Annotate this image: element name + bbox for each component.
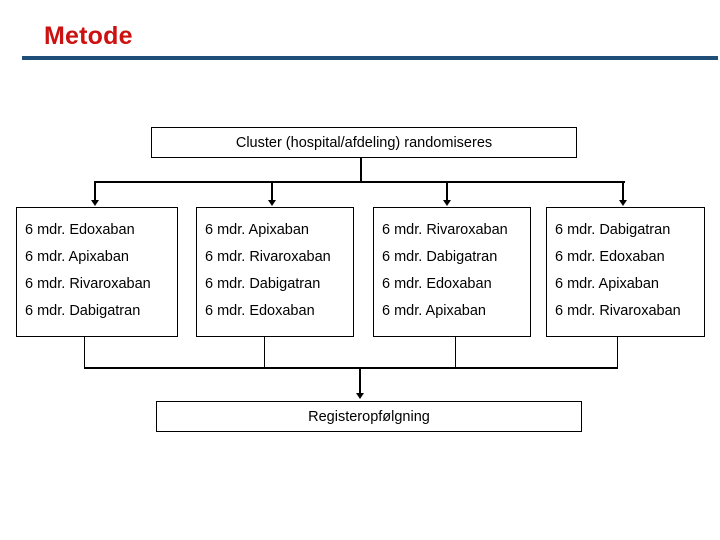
top-box-randomisation: Cluster (hospital/afdeling) randomiseres	[151, 127, 577, 158]
arm-box-1: 6 mdr. Edoxaban 6 mdr. Apixaban 6 mdr. R…	[16, 207, 178, 337]
connector-stem-bottom	[359, 367, 361, 395]
arm-1-item-1: 6 mdr. Edoxaban	[25, 222, 135, 238]
connector-stub-arm-2	[264, 337, 265, 368]
arrowhead-arm-1	[91, 200, 99, 206]
connector-stub-arm-3	[455, 337, 456, 368]
connector-bus-lower	[84, 367, 618, 369]
title-divider	[22, 56, 718, 60]
arrowhead-arm-3	[443, 200, 451, 206]
connector-drop-arm-3	[446, 181, 448, 202]
arm-2-item-4: 6 mdr. Edoxaban	[205, 303, 315, 319]
arm-3-item-2: 6 mdr. Dabigatran	[382, 249, 498, 265]
arrowhead-arm-2	[268, 200, 276, 206]
arm-1-item-3: 6 mdr. Rivaroxaban	[25, 276, 151, 292]
connector-drop-arm-2	[271, 181, 273, 202]
bottom-box-label: Registeropfølgning	[308, 408, 430, 425]
arm-box-2: 6 mdr. Apixaban 6 mdr. Rivaroxaban 6 mdr…	[196, 207, 354, 337]
arm-2-item-3: 6 mdr. Dabigatran	[205, 276, 321, 292]
arm-4-item-3: 6 mdr. Apixaban	[555, 276, 659, 292]
arm-2-item-1: 6 mdr. Apixaban	[205, 222, 309, 238]
arrowhead-arm-4	[619, 200, 627, 206]
connector-bus-upper	[95, 181, 625, 183]
arm-4-item-4: 6 mdr. Rivaroxaban	[555, 303, 681, 319]
connector-stub-arm-1	[84, 337, 85, 368]
connector-drop-arm-4	[622, 181, 624, 202]
arm-4-item-2: 6 mdr. Edoxaban	[555, 249, 665, 265]
page-title: Metode	[44, 22, 133, 50]
top-box-label: Cluster (hospital/afdeling) randomiseres	[235, 134, 493, 151]
connector-stem-top	[360, 158, 362, 182]
arm-box-4: 6 mdr. Dabigatran 6 mdr. Edoxaban 6 mdr.…	[546, 207, 705, 337]
arm-box-3: 6 mdr. Rivaroxaban 6 mdr. Dabigatran 6 m…	[373, 207, 531, 337]
connector-stub-arm-4	[617, 337, 618, 368]
arm-4-item-1: 6 mdr. Dabigatran	[555, 222, 671, 238]
connector-drop-arm-1	[94, 181, 96, 202]
arm-1-item-2: 6 mdr. Apixaban	[25, 249, 129, 265]
arrowhead-bottom-box	[356, 393, 364, 399]
arm-1-item-4: 6 mdr. Dabigatran	[25, 303, 141, 319]
bottom-box-registry-followup: Registeropfølgning	[156, 401, 582, 432]
arm-3-item-4: 6 mdr. Apixaban	[382, 303, 486, 319]
arm-2-item-2: 6 mdr. Rivaroxaban	[205, 249, 331, 265]
arm-3-item-3: 6 mdr. Edoxaban	[382, 276, 492, 292]
arm-3-item-1: 6 mdr. Rivaroxaban	[382, 222, 508, 238]
